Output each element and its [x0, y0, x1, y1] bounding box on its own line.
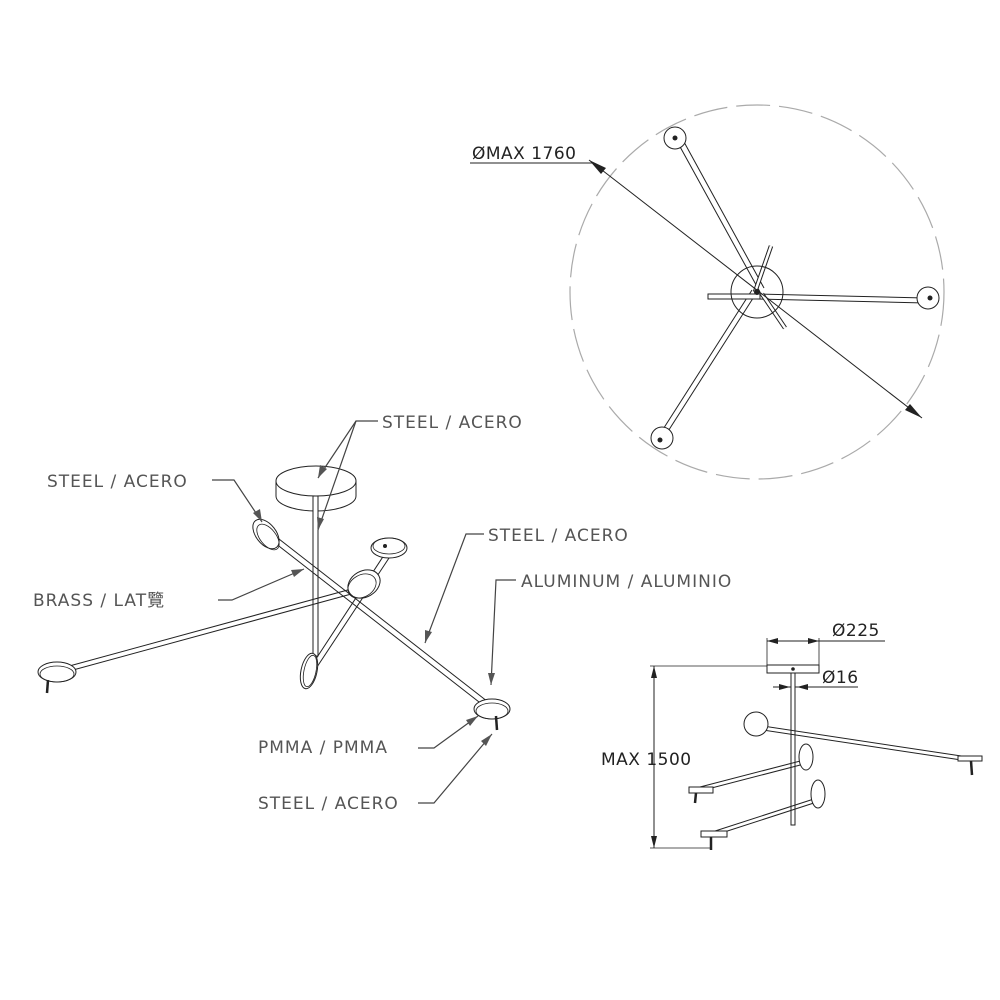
diameter-arrow-start [589, 160, 606, 174]
top-view-arm-lower [650, 289, 758, 450]
max-diameter-circle [569, 104, 945, 480]
diameter-dimension-line [588, 159, 923, 419]
side-view-arm-bottom [700, 779, 826, 850]
side-view: Ø225 Ø16 [601, 621, 983, 850]
max-height-label: MAX 1500 [601, 750, 692, 770]
perspective-arm-right [265, 531, 493, 710]
perspective-shade-right [473, 698, 511, 731]
perspective-shade-brass [347, 569, 381, 599]
callout-aluminum: ALUMINUM / ALUMINIO [521, 572, 732, 592]
side-view-arm-top [743, 711, 983, 776]
top-view: ØMAX 1760 [470, 104, 945, 480]
max-diameter-label: ØMAX 1760 [472, 144, 577, 164]
top-view-arm-upper [663, 126, 765, 293]
perspective-arm-left [61, 584, 367, 674]
rod-diameter-label: Ø16 [822, 668, 859, 688]
top-view-canopy [730, 265, 784, 319]
top-view-stub-left [707, 293, 761, 300]
perspective-shade-left [37, 661, 77, 694]
callout-steel-pin: STEEL / ACERO [258, 794, 399, 814]
perspective-view [37, 465, 511, 731]
side-view-vertical-rod [790, 672, 796, 826]
side-view-arm-middle [688, 743, 814, 804]
perspective-shade-middle [299, 652, 319, 690]
perspective-shade-top-right [370, 537, 408, 559]
diameter-arrow-end [905, 404, 922, 418]
callout-brass: BRASS / LAT覽 [33, 591, 165, 611]
material-callouts: STEEL / ACERO STEEL / ACERO BRASS / LAT覽… [33, 413, 732, 814]
top-view-arm-right [756, 286, 940, 310]
perspective-shade-upper-left [252, 518, 280, 551]
callout-steel-arm: STEEL / ACERO [488, 526, 629, 546]
callout-steel-shade: STEEL / ACERO [47, 472, 188, 492]
canopy-diameter-label: Ø225 [832, 621, 880, 641]
callout-pmma: PMMA / PMMA [258, 738, 388, 758]
callout-steel-canopy: STEEL / ACERO [382, 413, 523, 433]
perspective-arm-diagonal [309, 548, 394, 671]
